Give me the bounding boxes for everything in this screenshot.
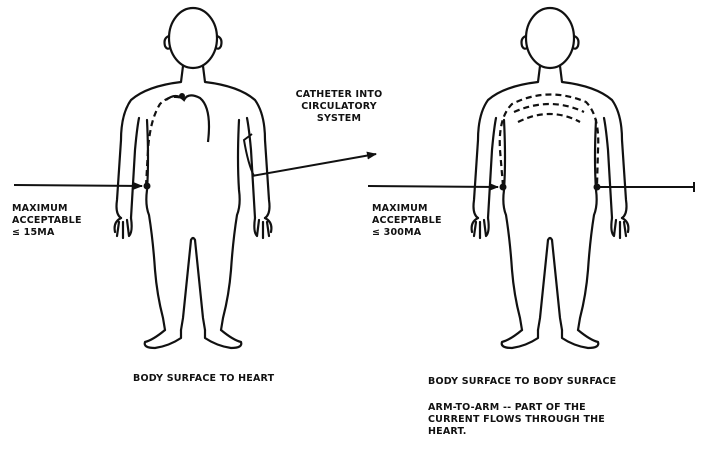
catheter-line-1: CATHETER INTO — [288, 89, 390, 101]
right-note-line-1: ARM-TO-ARM -- PART OF THE — [428, 402, 648, 414]
left-body-figure — [14, 8, 376, 348]
catheter-line — [166, 95, 209, 142]
left-limit-line-1: MAXIMUM — [12, 203, 82, 215]
left-contact-point — [144, 183, 151, 190]
right-max-acceptable-label: MAXIMUM ACCEPTABLE ≤ 300μA — [372, 203, 442, 239]
catheter-line-2: CIRCULATORY — [288, 101, 390, 113]
right-note: ARM-TO-ARM -- PART OF THE CURRENT FLOWS … — [428, 402, 648, 438]
catheter-arrow — [252, 154, 376, 176]
right-note-line-3: HEART. — [428, 426, 648, 438]
right-current-arrow — [368, 186, 498, 187]
heart-contact-point — [179, 93, 185, 99]
arm-to-arm-current-paths — [500, 94, 599, 186]
right-limit-line-1: MAXIMUM — [372, 203, 442, 215]
left-limit-line-3: ≤ 15μA — [12, 227, 82, 239]
right-entry-contact — [500, 184, 507, 191]
right-note-line-2: CURRENT FLOWS THROUGH THE — [428, 414, 648, 426]
left-limit-line-2: ACCEPTABLE — [12, 215, 82, 227]
right-limit-line-2: ACCEPTABLE — [372, 215, 442, 227]
left-caption: BODY SURFACE TO HEART — [133, 373, 274, 385]
catheter-line-3: SYSTEM — [288, 113, 390, 125]
right-body-figure — [368, 8, 694, 348]
catheter-label: CATHETER INTO CIRCULATORY SYSTEM — [288, 89, 390, 125]
left-current-arrow — [14, 185, 142, 186]
left-max-acceptable-label: MAXIMUM ACCEPTABLE ≤ 15μA — [12, 203, 82, 239]
current-path-dashed — [146, 97, 182, 186]
right-limit-line-3: ≤ 300μA — [372, 227, 442, 239]
right-exit-contact — [594, 184, 601, 191]
right-caption: BODY SURFACE TO BODY SURFACE — [428, 376, 616, 388]
